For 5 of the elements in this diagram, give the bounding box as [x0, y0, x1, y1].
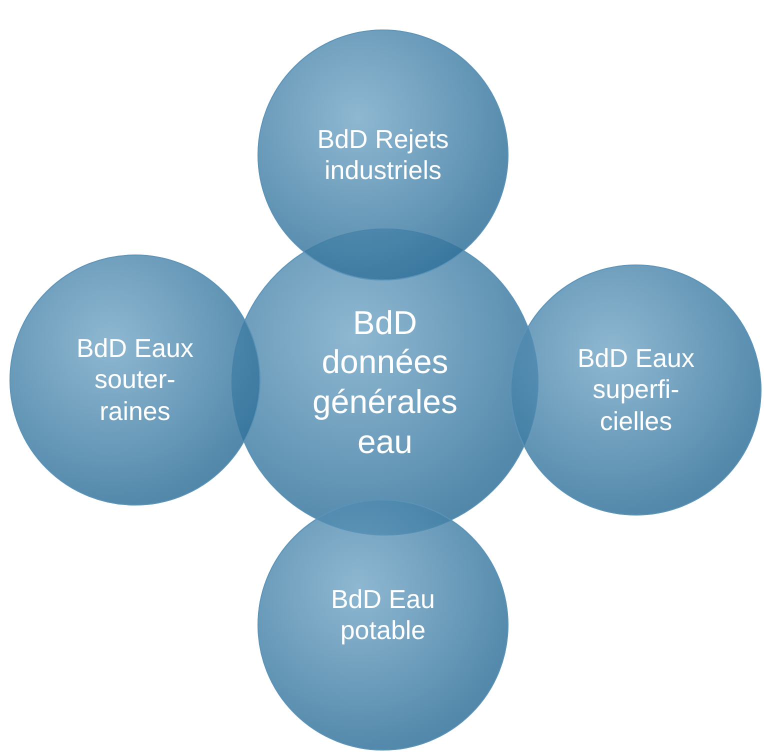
node-label: BdD Rejets industriels — [316, 124, 450, 186]
node-label: BdD données générales eau — [312, 302, 458, 462]
node-label: BdD Eaux souter-raines — [75, 333, 195, 427]
node-label: BdD Eau potable — [330, 584, 436, 646]
node-label: BdD Eaux superfi-cielles — [576, 343, 696, 437]
